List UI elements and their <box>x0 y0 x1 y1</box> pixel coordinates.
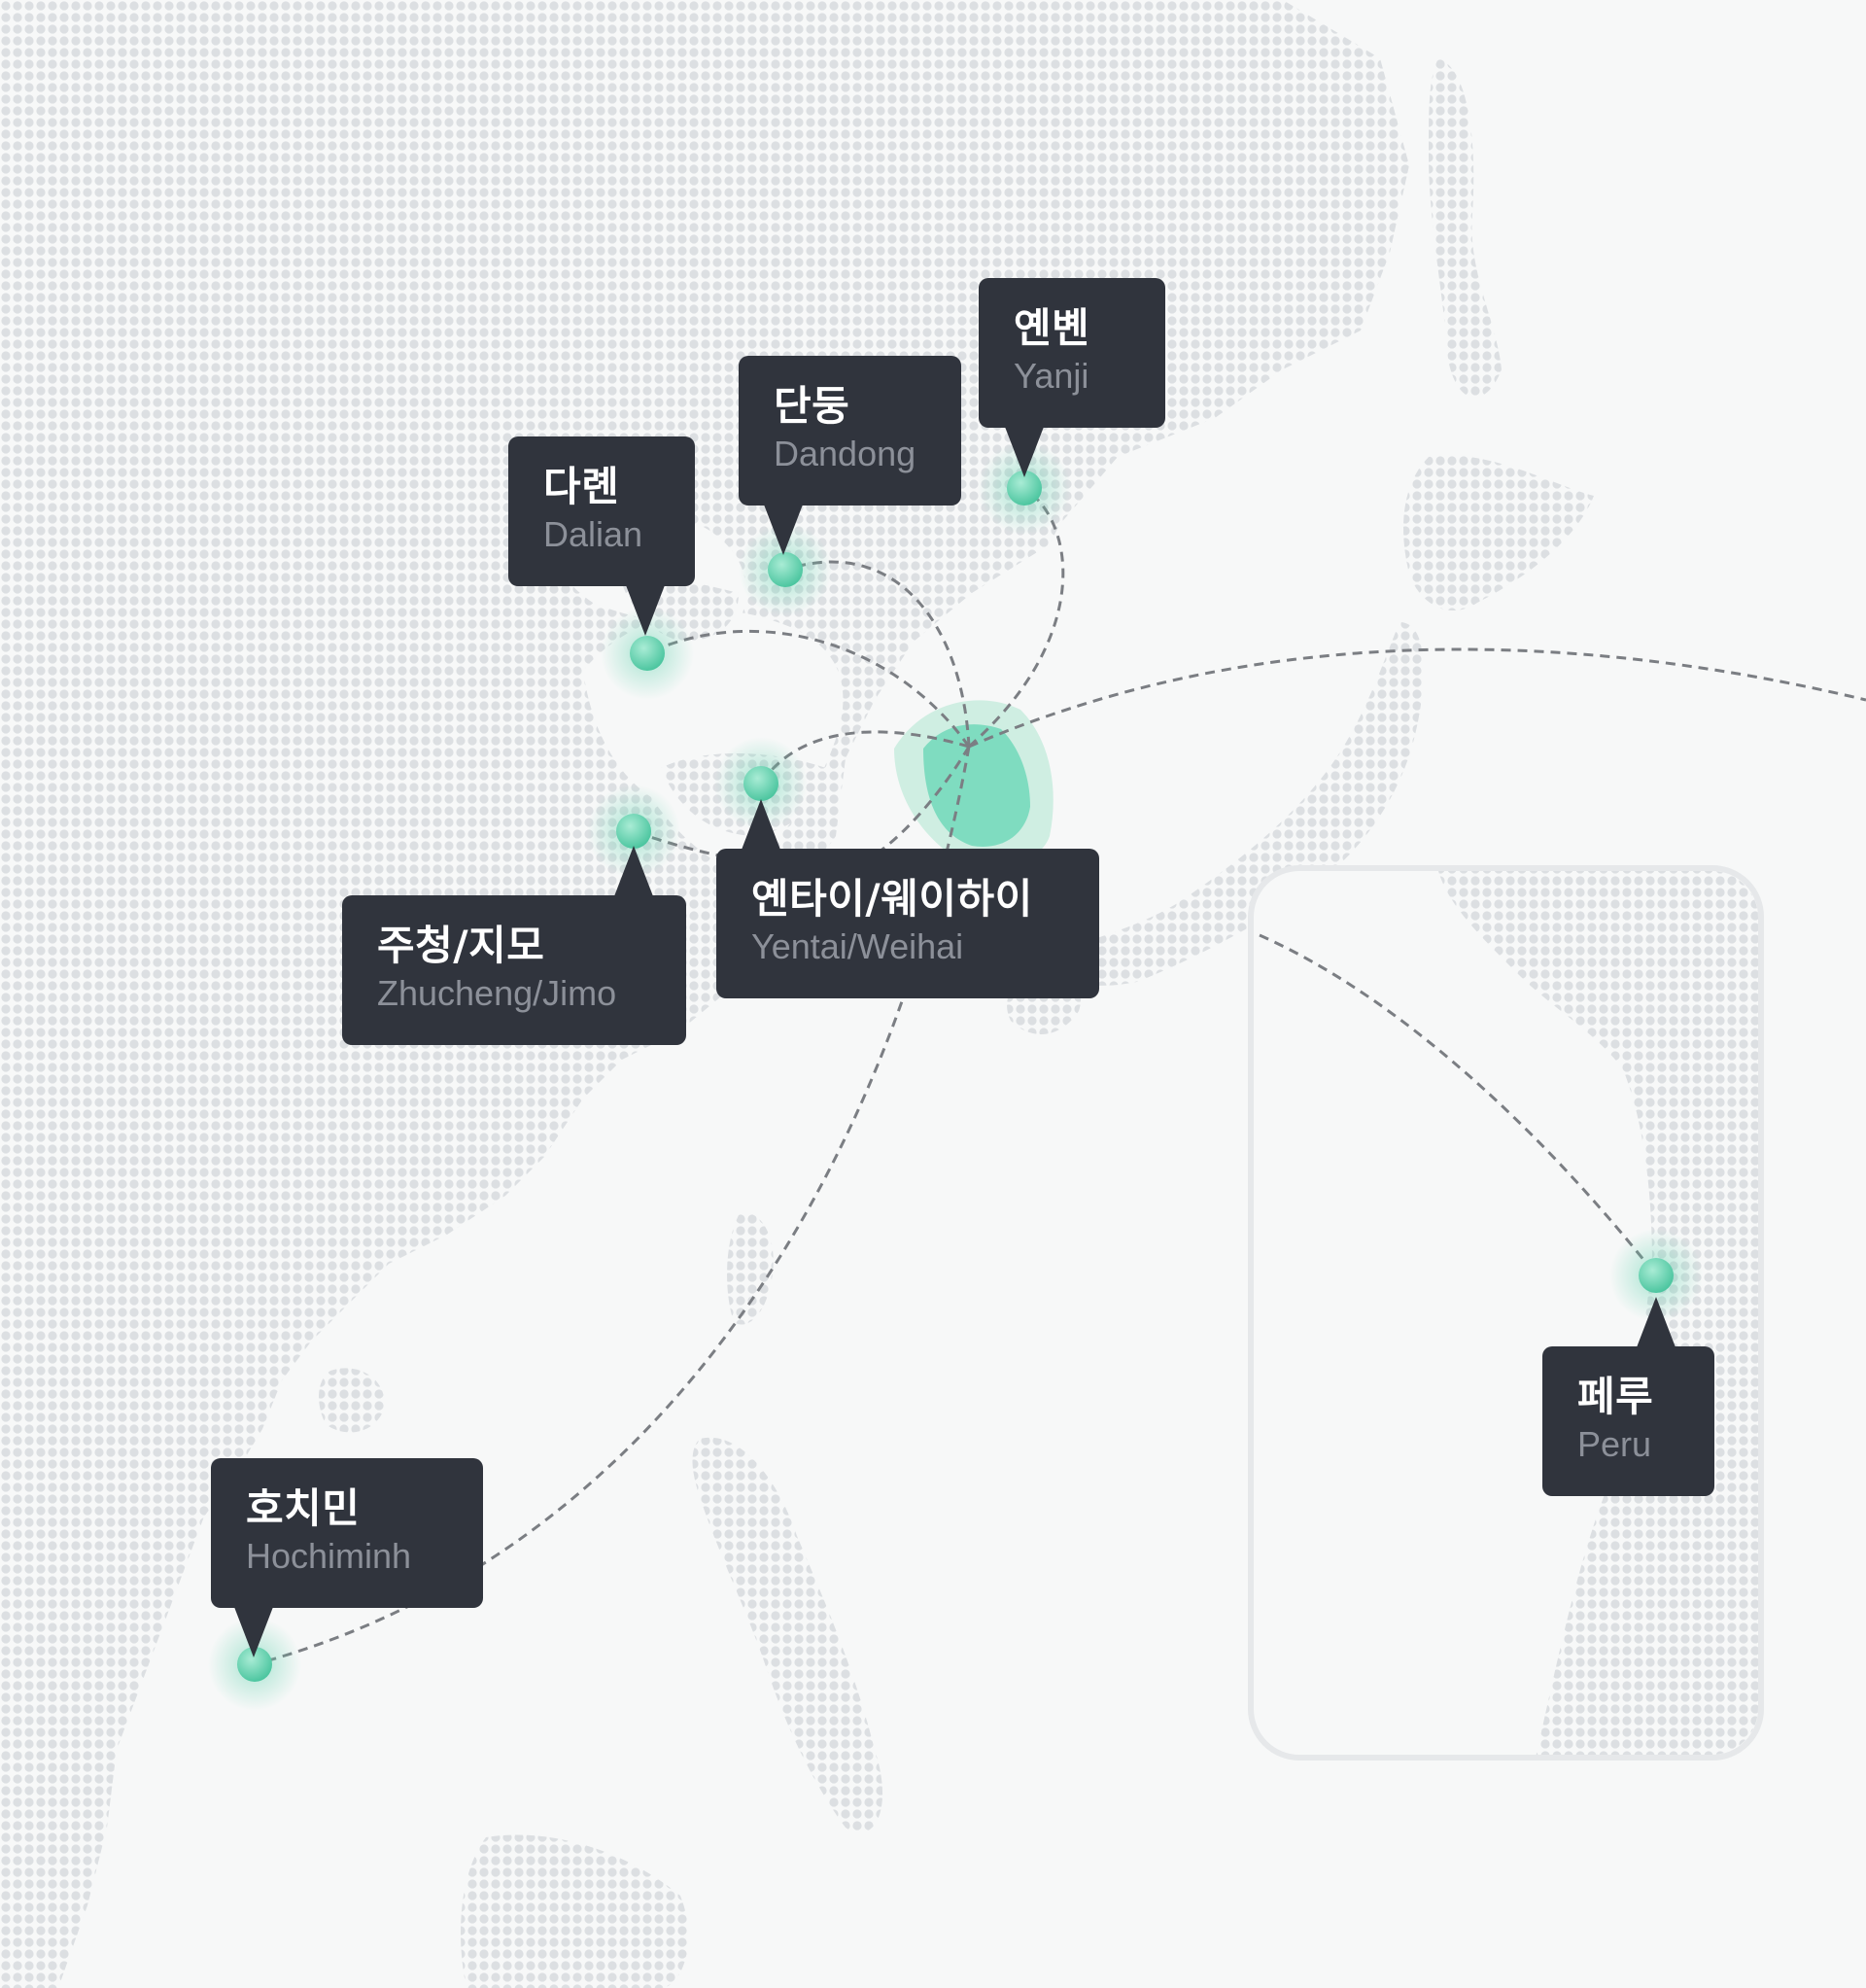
callout-pointer <box>1005 427 1044 477</box>
callout-yanji[interactable]: 옌볜 Yanji <box>979 278 1165 477</box>
land-hokkaido <box>1403 455 1594 611</box>
location-name-ko: 주청/지모 <box>377 922 545 969</box>
callout-pointer <box>1637 1297 1676 1347</box>
location-name-ko: 옌볜 <box>1014 304 1090 352</box>
callout-peru[interactable]: 페루 Peru <box>1542 1297 1714 1496</box>
location-name-en: Dalian <box>543 514 643 554</box>
markers <box>208 441 1703 1711</box>
land-asia-mainland <box>0 0 1409 1988</box>
land-sakhalin <box>1429 58 1502 398</box>
location-name-en: Dandong <box>774 434 916 473</box>
location-name-en: Yanji <box>1014 356 1089 396</box>
location-name-ko: 단둥 <box>774 382 850 430</box>
callout-pointer <box>234 1607 273 1657</box>
route-peru <box>1259 933 1658 1276</box>
land-south-america <box>1438 871 1758 1755</box>
callout-zhucheng[interactable]: 주청/지모 Zhucheng/Jimo <box>342 846 686 1045</box>
callout-dalian[interactable]: 다롄 Dalian <box>508 436 695 636</box>
land-taiwan <box>727 1213 774 1325</box>
callout-dandong[interactable]: 단둥 Dandong <box>739 356 961 555</box>
marker-peru[interactable] <box>1609 1229 1703 1322</box>
marker-dalian[interactable] <box>601 607 694 700</box>
callout-pointer <box>614 846 653 896</box>
location-name-en: Zhucheng/Jimo <box>377 973 617 1013</box>
callout-yentai[interactable]: 옌타이/웨이하이 Yentai/Weihai <box>716 799 1099 998</box>
land-korea-core <box>923 724 1030 847</box>
land-hainan <box>319 1368 385 1433</box>
land-borneo <box>461 1834 689 1988</box>
location-name-ko: 다롄 <box>543 463 620 510</box>
route-east <box>968 647 1866 749</box>
land-philippines <box>692 1437 883 1833</box>
location-name-ko: 페루 <box>1577 1373 1654 1420</box>
marker-yentai[interactable] <box>714 737 808 830</box>
route-dalian <box>646 629 971 748</box>
marker-zhucheng[interactable] <box>587 785 680 878</box>
location-name-en: Yentai/Weihai <box>751 926 964 966</box>
location-name-en: Peru <box>1577 1424 1652 1464</box>
location-name-ko: 옌타이/웨이하이 <box>751 875 1033 923</box>
location-name-en: Hochiminh <box>246 1536 412 1576</box>
callout-pointer <box>626 585 665 636</box>
callout-hochiminh[interactable]: 호치민 Hochiminh <box>211 1458 483 1657</box>
marker-dandong[interactable] <box>739 523 832 616</box>
location-name-ko: 호치민 <box>246 1484 361 1532</box>
callout-pointer <box>742 799 780 850</box>
callout-pointer <box>764 505 803 555</box>
marker-yanji[interactable] <box>978 441 1071 535</box>
